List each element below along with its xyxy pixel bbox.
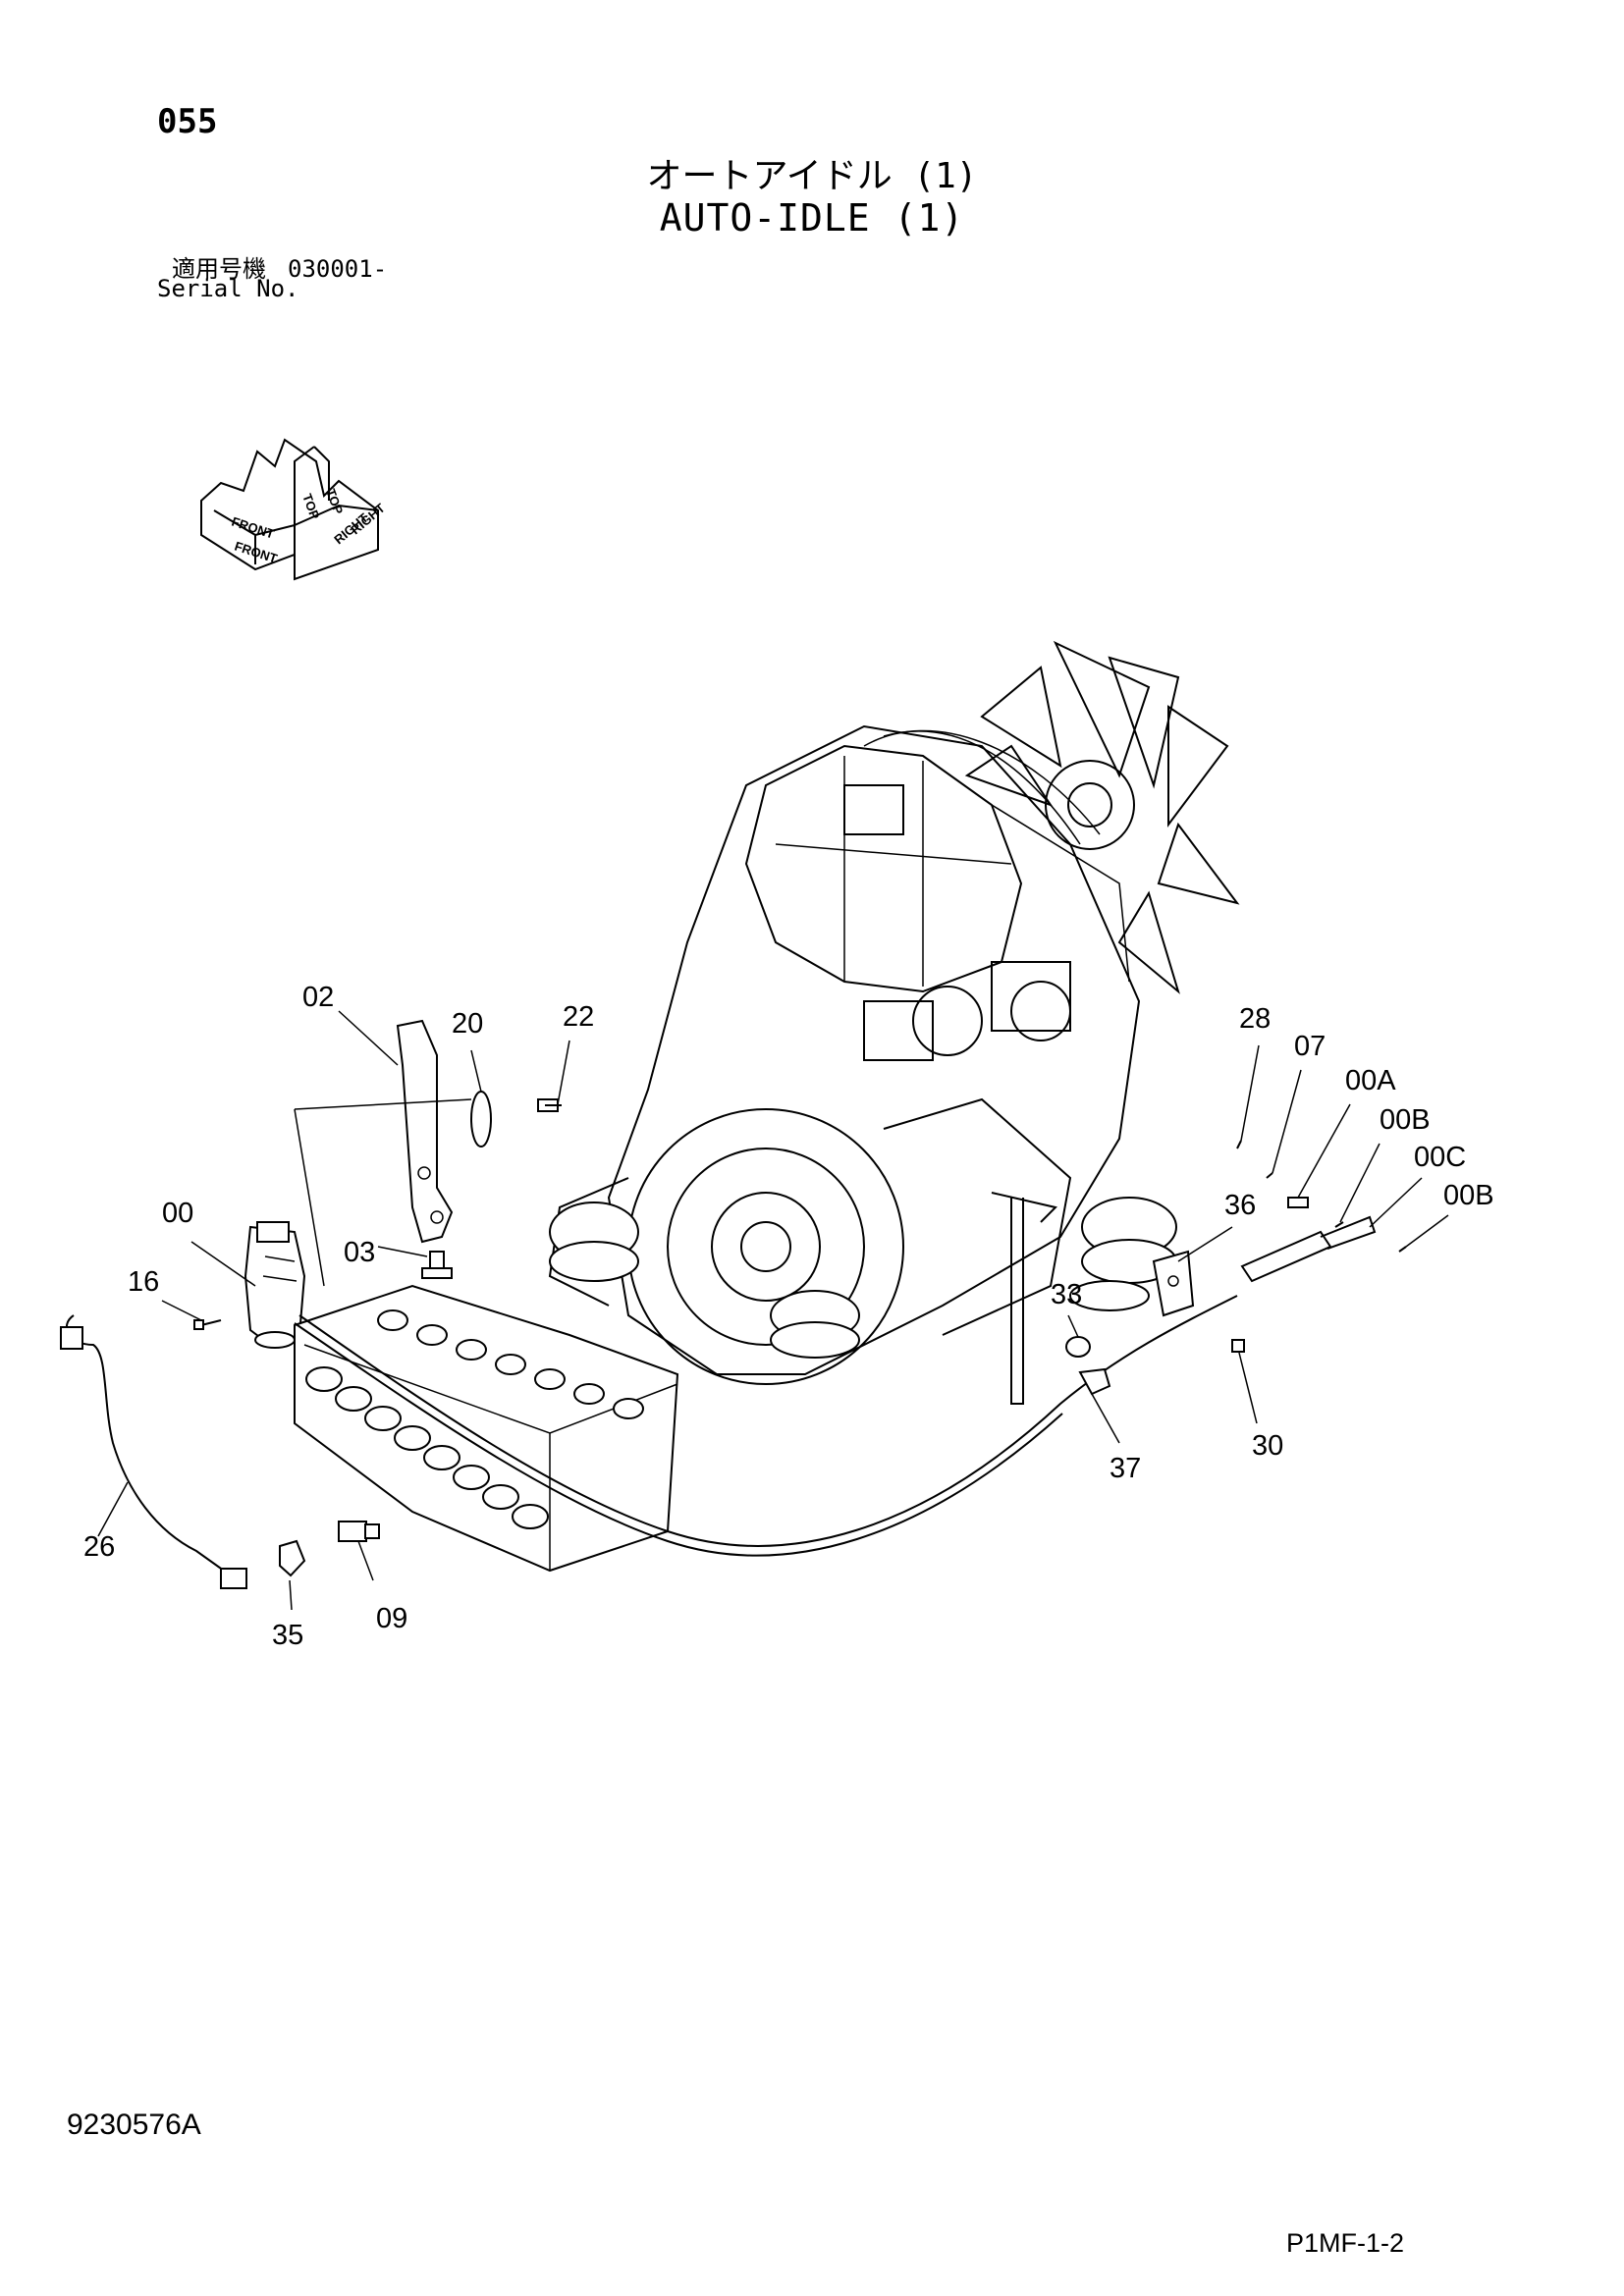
callout-20: 20 (452, 1008, 483, 1040)
bolt-22 (537, 1098, 562, 1112)
cable-end-00C (1240, 1215, 1377, 1283)
callout-00C: 00C (1414, 1142, 1466, 1173)
leader-lines (97, 1010, 1449, 1611)
orient-top-label-2: TOP (323, 487, 346, 516)
callout-03: 03 (344, 1237, 375, 1268)
page-code: P1MF-1-2 (1286, 2228, 1405, 2258)
fitting-00A (1287, 1197, 1309, 1208)
bracket-02 (396, 1019, 454, 1244)
callout-26: 26 (83, 1531, 115, 1563)
callout-35: 35 (272, 1620, 303, 1651)
cable-37 (294, 1295, 1238, 1557)
pin-00B (1334, 1221, 1344, 1228)
reference-line (294, 1108, 325, 1287)
bolt-30 (1231, 1339, 1245, 1353)
serial-line-japanese: 適用号機 030001- (172, 249, 387, 284)
title-english: AUTO-IDLE (1) (659, 196, 965, 240)
actuator-00 (244, 1221, 306, 1349)
callout-00B-2: 00B (1443, 1180, 1494, 1211)
callout-09: 09 (376, 1603, 407, 1634)
serial-label-japanese: 適用号機 (172, 255, 266, 283)
engine-assembly (548, 640, 1240, 1405)
title-japanese: オートアイドル (1) (646, 156, 978, 196)
harness-26 (60, 1314, 247, 1589)
page-number: 055 (157, 102, 218, 141)
callout-07: 07 (1294, 1031, 1326, 1062)
orientation-cube-icon: FRONT FRONT TOP TOP RIGHT RIGHT (200, 438, 388, 581)
callout-02: 02 (302, 982, 334, 1013)
bolt-03 (421, 1251, 453, 1279)
clamp-35 (279, 1539, 306, 1577)
callout-36: 36 (1224, 1190, 1256, 1221)
callout-22: 22 (563, 1001, 594, 1033)
callout-00: 00 (162, 1198, 193, 1229)
callout-37: 37 (1110, 1453, 1141, 1484)
control-valve (294, 1284, 679, 1573)
gasket-20 (470, 1091, 492, 1148)
orient-top-label: TOP (299, 492, 322, 521)
screw-16 (193, 1319, 222, 1330)
nut-33 (1065, 1336, 1091, 1358)
pin-28 (1236, 1140, 1242, 1149)
document-code: 9230576A (67, 2109, 201, 2141)
bracket-36 (1152, 1250, 1195, 1317)
callout-28: 28 (1239, 1003, 1271, 1035)
callout-00A: 00A (1345, 1065, 1396, 1096)
callout-33: 33 (1051, 1279, 1082, 1310)
pin-00B-2 (1398, 1246, 1407, 1253)
serial-value: 030001- (288, 255, 388, 283)
callout-16: 16 (128, 1266, 159, 1298)
callout-00B: 00B (1380, 1104, 1431, 1136)
pin-07 (1266, 1172, 1273, 1179)
serial-label-english: Serial No. (157, 275, 299, 302)
callout-30: 30 (1252, 1430, 1283, 1462)
sensor-09 (338, 1521, 380, 1542)
reference-line (294, 1098, 472, 1110)
